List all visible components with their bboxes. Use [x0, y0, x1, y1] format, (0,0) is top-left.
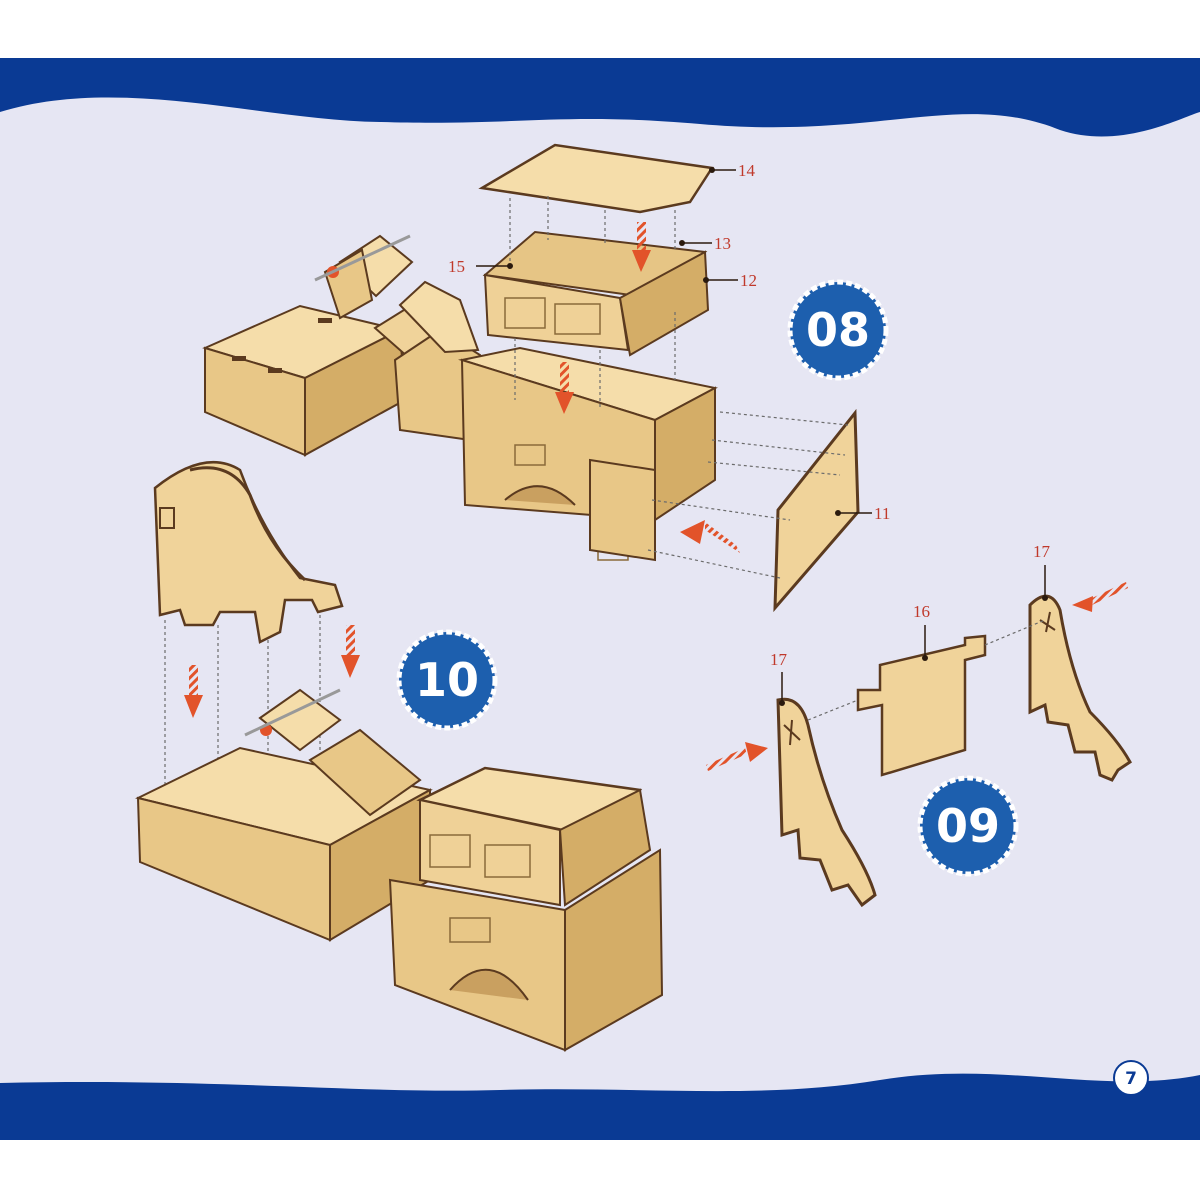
label-part-11: 11 — [874, 504, 890, 523]
label-part-12: 12 — [740, 271, 757, 290]
label-part-15: 15 — [448, 257, 465, 276]
step-number-09: 09 — [936, 799, 1000, 853]
front-panel — [773, 408, 860, 613]
step-badge-08: 08 — [787, 279, 889, 381]
side-support-left — [776, 697, 877, 908]
step-09-assembly: 17 16 17 09 — [706, 542, 1132, 908]
step-number-10: 10 — [415, 653, 479, 707]
step-number-08: 08 — [806, 303, 870, 357]
label-part-17-right: 17 — [1033, 542, 1051, 561]
guide-lines — [509, 196, 849, 579]
step-badge-09: 09 — [917, 775, 1019, 877]
page-number: 7 — [1125, 1069, 1137, 1089]
crane-arm — [373, 280, 482, 442]
insertion-arrows — [555, 222, 740, 553]
guide-lines-09 — [807, 619, 1046, 721]
winch-spool — [314, 234, 414, 320]
label-part-17-left: 17 — [770, 650, 788, 669]
side-support-right — [1028, 594, 1132, 782]
insertion-arrows-10 — [184, 625, 360, 718]
step-badge-10: 10 — [396, 629, 498, 731]
center-brace — [856, 634, 987, 777]
assembled-truck — [135, 688, 664, 1052]
step-10-assembly: 10 — [135, 461, 664, 1052]
part-callouts-09: 17 16 17 — [770, 542, 1051, 706]
label-part-14: 14 — [738, 161, 756, 180]
page-number-badge: 7 — [1113, 1060, 1149, 1096]
cab-base — [458, 346, 718, 562]
truck-bed — [202, 304, 407, 457]
insertion-arrows-09 — [706, 582, 1128, 771]
part-callouts-08: 14 13 12 15 11 — [448, 161, 890, 523]
label-part-13: 13 — [714, 234, 731, 253]
step-08-assembly: 14 13 12 15 11 08 — [202, 143, 890, 613]
label-part-16: 16 — [913, 602, 930, 621]
roof-panel — [478, 143, 715, 214]
cab-walls — [482, 230, 710, 357]
